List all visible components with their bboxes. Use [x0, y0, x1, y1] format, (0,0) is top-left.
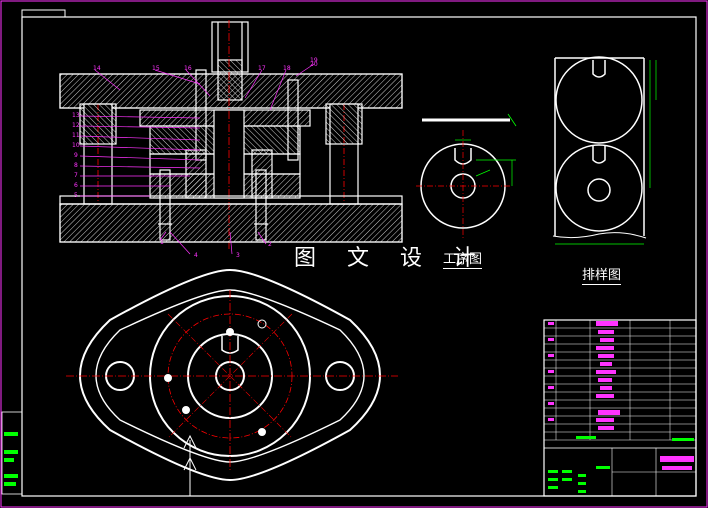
strip-layout-drawing	[552, 56, 657, 245]
part-number-label: 16	[184, 65, 192, 72]
part-number-label: 12	[72, 122, 80, 129]
part-number-label: 19	[310, 57, 318, 64]
part-number-label: 4	[194, 252, 198, 259]
part-number-label: 13	[72, 112, 80, 119]
die-section-view	[59, 20, 403, 250]
part-number-label: 6	[74, 182, 78, 189]
strip-layout-label: 排样图	[582, 264, 622, 285]
part-number-label: 2	[268, 241, 272, 248]
part-number-label: 14	[93, 65, 101, 72]
part-number-label: 10	[72, 142, 80, 149]
part-number-label: 11	[72, 132, 80, 139]
part-number-label: 3	[236, 252, 240, 259]
part-number-label: 8	[74, 162, 78, 169]
process-drawing	[416, 113, 517, 240]
part-number-labels: 14 15 16 17 18 19 20 13 12 11 10 9 8 7 6…	[72, 57, 318, 259]
part-number-label: 9	[74, 152, 78, 159]
die-plan-view	[66, 268, 398, 496]
left-margin-stamp	[1, 411, 23, 495]
part-number-label: 18	[283, 65, 291, 72]
process-drawing-label: 工序图	[443, 248, 483, 269]
part-number-label: 17	[258, 65, 266, 72]
parts-list-table	[543, 319, 697, 497]
part-number-label: 15	[152, 65, 160, 72]
part-leaders	[79, 63, 315, 255]
part-number-label: 7	[74, 172, 78, 179]
part-number-label: 5	[74, 192, 78, 199]
watermark-text: 图 文 设 计	[294, 246, 487, 271]
part-number-label: 20	[310, 61, 318, 68]
part-number-label: 1	[160, 239, 164, 246]
